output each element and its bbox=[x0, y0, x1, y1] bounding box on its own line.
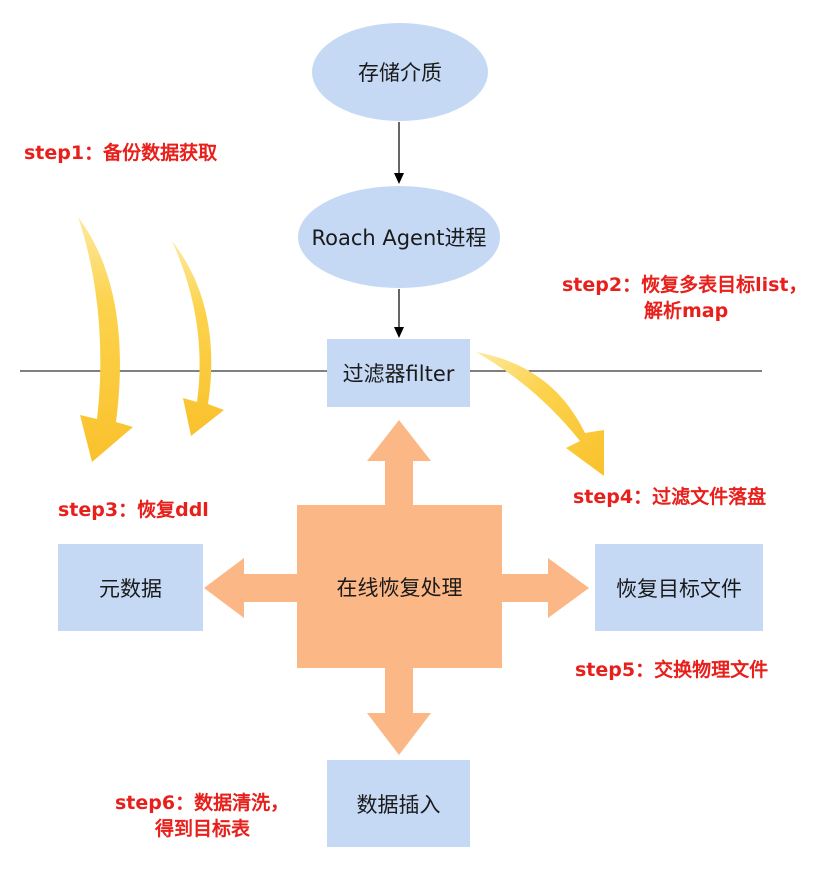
step2-label: step2：恢复多表目标list， 解析map bbox=[562, 272, 808, 324]
node-data-insert-label: 数据插入 bbox=[356, 792, 441, 817]
block-arrow-right bbox=[502, 558, 589, 618]
node-online-recovery-label: 在线恢复处理 bbox=[336, 575, 463, 600]
node-metadata-label: 元数据 bbox=[99, 576, 162, 601]
step2-text-line2: 解析map bbox=[644, 300, 729, 322]
node-filter: 过滤器filter bbox=[327, 339, 470, 407]
step4-label: step4：过滤文件落盘 bbox=[573, 484, 766, 510]
node-storage-label: 存储介质 bbox=[358, 61, 442, 85]
block-arrow-down bbox=[367, 668, 431, 755]
step5-text: step5：交换物理文件 bbox=[575, 659, 769, 681]
block-arrow-left bbox=[204, 558, 297, 618]
node-metadata: 元数据 bbox=[58, 544, 203, 631]
step4-text: step4：过滤文件落盘 bbox=[573, 486, 767, 508]
node-storage: 存储介质 bbox=[312, 23, 488, 121]
curved-arrow-left-outer bbox=[78, 217, 133, 462]
node-filter-label: 过滤器filter bbox=[342, 362, 455, 386]
node-target-file-label: 恢复目标文件 bbox=[616, 576, 742, 601]
step2-text-line1: step2：恢复多表目标list， bbox=[562, 274, 808, 296]
step6-text-line1: step6：数据清洗， bbox=[115, 792, 290, 814]
step1-label: step1：备份数据获取 bbox=[24, 140, 217, 166]
arrow-storage-to-agent bbox=[394, 122, 404, 184]
node-roach-agent: Roach Agent进程 bbox=[298, 186, 500, 288]
step3-label: step3：恢复ddl bbox=[58, 497, 209, 523]
step5-label: step5：交换物理文件 bbox=[575, 657, 768, 683]
node-online-recovery: 在线恢复处理 bbox=[297, 505, 502, 668]
node-data-insert: 数据插入 bbox=[327, 760, 470, 847]
step6-label: step6：数据清洗， 得到目标表 bbox=[115, 790, 289, 842]
step3-text: step3：恢复ddl bbox=[58, 499, 209, 521]
node-roach-agent-label: Roach Agent进程 bbox=[311, 226, 487, 250]
node-target-file: 恢复目标文件 bbox=[595, 544, 763, 631]
step1-text: step1：备份数据获取 bbox=[24, 142, 218, 164]
curved-arrow-left-inner bbox=[172, 241, 224, 436]
arrow-agent-to-filter bbox=[394, 289, 404, 338]
block-arrow-up bbox=[367, 420, 431, 505]
curved-arrow-right bbox=[476, 352, 604, 476]
step6-text-line2: 得到目标表 bbox=[155, 818, 251, 840]
